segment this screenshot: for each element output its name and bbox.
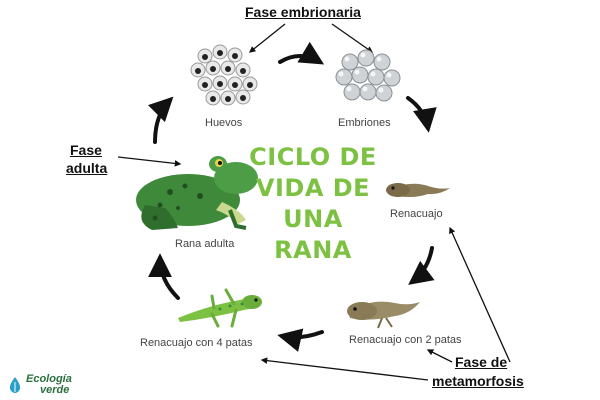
- tadpole-2-legs-illustration: [347, 301, 420, 329]
- tadpole-4-legs-illustration: [178, 288, 262, 328]
- pointer-embrionaria-right: [331, 23, 374, 53]
- adult-frog-illustration: [136, 156, 258, 230]
- pointer-embrionaria-left: [248, 23, 286, 53]
- arrow-adulta-to-huevos: [147, 96, 174, 144]
- arrow-renacuajo2-to-renacuajo4: [277, 328, 324, 352]
- phase-metamorfosis-label-1: Fase de: [455, 354, 508, 370]
- pointer-adulta: [117, 156, 182, 167]
- stage-renacuajo-4-label: Renacuajo con 4 patas: [140, 337, 253, 349]
- pointer-metamorfosis-2patas: [426, 349, 453, 363]
- cycle-arrows: [147, 41, 437, 352]
- stage-embriones-label: Embriones: [338, 117, 391, 129]
- stage-rana-adulta-label: Rana adulta: [175, 238, 235, 250]
- diagram-title: CICLO DE VIDA DE UNA RANA: [248, 142, 378, 266]
- stage-huevos-label: Huevos: [205, 117, 243, 129]
- phase-metamorfosis-label-2: metamorfosis: [432, 373, 524, 389]
- phase-arrows: [117, 23, 511, 381]
- title-line-2: VIDA DE: [255, 174, 371, 202]
- pointer-metamorfosis-4patas: [260, 357, 429, 381]
- arrow-huevos-to-embriones: [278, 41, 325, 65]
- brand-line-2: verde: [40, 384, 70, 396]
- eggs-illustration: [190, 44, 258, 106]
- brand-line-1: Ecología: [26, 373, 72, 385]
- pointer-metamorfosis-renacuajo: [449, 226, 511, 363]
- arrow-renacuajo4-to-adulta: [148, 253, 180, 300]
- title-line-4: RANA: [274, 236, 352, 264]
- phase-adulta-label-1: Fase: [70, 142, 102, 158]
- stage-renacuajo-2-label: Renacuajo con 2 patas: [349, 334, 462, 346]
- phase-embrionaria-label: Fase embrionaria: [245, 4, 361, 20]
- phase-adulta-label-2: adulta: [66, 160, 108, 176]
- arrow-renacuajo-to-renacuajo2: [408, 246, 435, 285]
- embryos-illustration: [335, 49, 401, 102]
- stage-renacuajo-label: Renacuajo: [390, 208, 443, 220]
- title-line-3: UNA: [283, 205, 343, 233]
- arrow-embriones-to-renacuajo: [406, 96, 437, 133]
- title-line-1: CICLO DE: [249, 143, 377, 171]
- tadpole-illustration: [386, 183, 450, 197]
- leaf-drop-icon: [9, 377, 21, 393]
- brand-logo: Ecología verde: [8, 374, 72, 396]
- embryos-highlights: [338, 52, 392, 93]
